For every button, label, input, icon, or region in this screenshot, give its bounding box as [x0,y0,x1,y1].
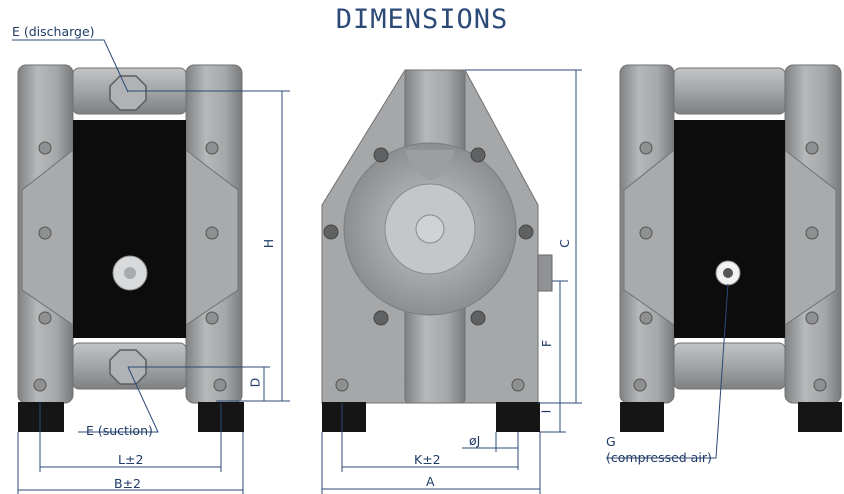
label-j: øJ [469,433,481,448]
label-e-suction: E (suction) [86,423,153,438]
label-g: G [606,434,616,449]
label-i: I [538,409,554,414]
label-k: K±2 [414,452,441,467]
dimension-lines [12,39,729,494]
page-title: DIMENSIONS [335,4,509,35]
label-g-sub: (compressed air) [606,450,712,465]
front-view-pump [17,64,244,432]
label-b: B±2 [114,476,142,491]
back-view-pump [619,64,842,432]
label-d: D [247,377,263,388]
label-e-discharge: E (discharge) [12,24,95,39]
label-h: H [261,238,277,249]
label-f: F [539,339,555,348]
side-view-pump [321,69,553,432]
label-a: A [426,474,435,489]
label-l: L±2 [118,452,144,467]
label-c: C [556,239,572,248]
